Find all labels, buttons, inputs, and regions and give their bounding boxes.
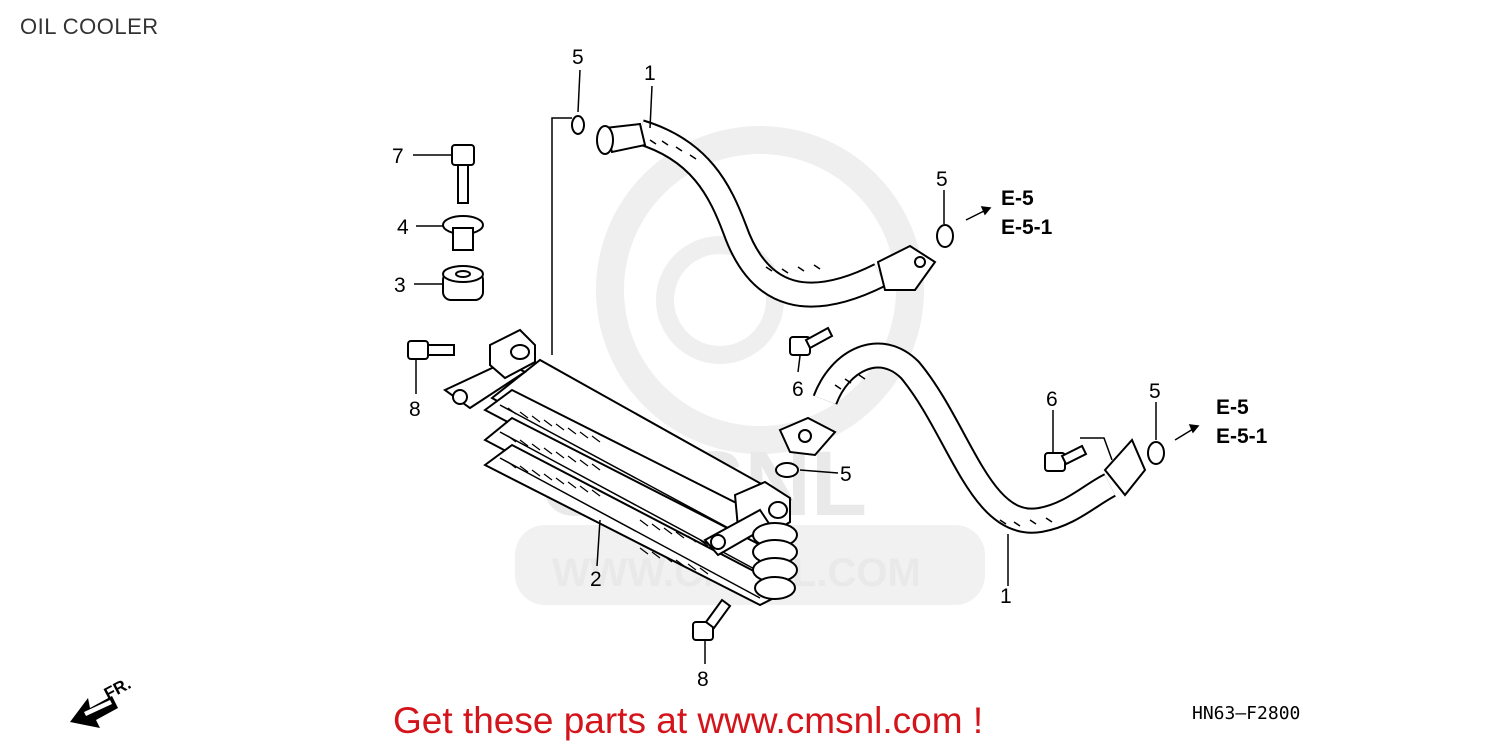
page-title: OIL COOLER [20,14,159,39]
bolt-8-left [407,340,455,360]
diagram-code: HN63—F2800 [1192,703,1301,724]
reference-arrows [965,206,1200,441]
callout-3: 3 [394,274,406,297]
callout-1b: 1 [1000,585,1012,608]
callout-5c: 5 [840,463,852,486]
o-rings [571,115,1165,478]
watermark: CMSNL WWW.CMSNL.COM [515,126,985,605]
reference-e5-lower[interactable]: E-5 [1216,396,1249,419]
callout-8a: 8 [409,398,421,421]
callout-6b: 6 [1046,388,1058,411]
callout-5d: 5 [1149,380,1161,403]
callout-5b: 5 [936,168,948,191]
get-parts-link[interactable]: Get these parts at www.cmsnl.com ! [393,700,984,741]
reference-e5-1-lower[interactable]: E-5-1 [1216,425,1268,448]
callout-7: 7 [392,145,404,168]
collar-4 [442,215,484,251]
callout-6a: 6 [792,378,804,401]
callout-5a: 5 [572,46,584,69]
callout-2: 2 [590,568,602,591]
bolt-6-upper [789,326,834,356]
rubber-3 [442,265,484,301]
callout-8b: 8 [697,668,709,691]
oil-cooler-core [443,328,798,607]
reference-e5-upper[interactable]: E-5 [1001,187,1034,210]
bolt-8-bottom [692,598,732,641]
callout-4: 4 [397,216,409,239]
front-direction-label: FR. [101,674,134,704]
upper-oil-hose [596,119,937,308]
lower-oil-hose [778,114,1500,534]
reference-e5-1-upper[interactable]: E-5-1 [1001,216,1053,239]
front-direction-arrow-icon: FR. [70,674,134,728]
leader-lines [413,69,1157,664]
callout-1a: 1 [644,62,656,85]
bolt-7 [451,144,475,204]
bolt-6-lower [1044,444,1088,472]
